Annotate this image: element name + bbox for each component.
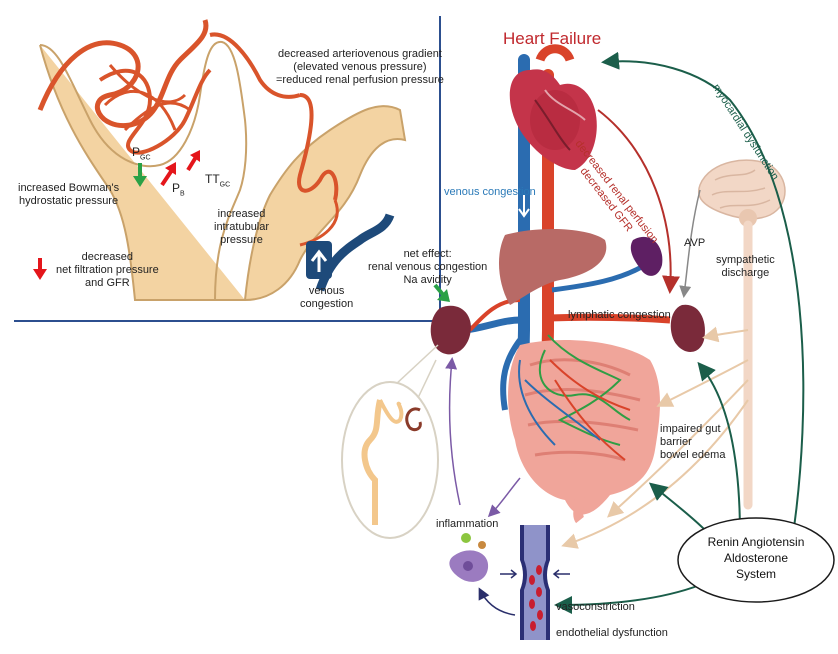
intratubular-label: increased intratubular pressure bbox=[214, 208, 269, 247]
gut-to-inflammation-arrow bbox=[487, 477, 521, 518]
raas-line: Aldosterone bbox=[723, 551, 789, 565]
net-effect-line: renal venous congestion bbox=[368, 261, 488, 273]
pb-subscript: B bbox=[180, 190, 185, 198]
intratubular-line: increased bbox=[217, 208, 266, 220]
raas-ellipse bbox=[677, 517, 835, 603]
net-effect-green-arrow bbox=[433, 283, 450, 302]
gut-line: bowel edema bbox=[660, 449, 726, 461]
myocardial-dysfunction-arrow bbox=[601, 51, 805, 556]
gut-barrier-label: impaired gut barrier bowel edema bbox=[660, 423, 725, 462]
avp-arrow bbox=[679, 189, 701, 298]
av-gradient-line: decreased arteriovenous gradient bbox=[277, 48, 442, 60]
pgc-label: PGC bbox=[132, 146, 151, 164]
pb-red-arrow bbox=[160, 162, 176, 187]
intestines-icon bbox=[508, 334, 660, 524]
vasoconstriction-label: vasoconstriction bbox=[556, 601, 635, 613]
venous-congestion-line: venous bbox=[308, 285, 345, 297]
raas-to-gut-arrow bbox=[648, 482, 706, 531]
heart-icon bbox=[509, 44, 597, 170]
brain-icon bbox=[698, 159, 786, 227]
vessel-to-inflammation-arrow bbox=[478, 587, 516, 616]
net-effect-line: net effect: bbox=[403, 248, 452, 260]
raas-label: Renin Angiotensin Aldosterone System bbox=[690, 534, 822, 582]
spleen-icon bbox=[630, 236, 663, 276]
pb-label: PB bbox=[172, 182, 185, 200]
av-gradient-line: =reduced renal perfusion pressure bbox=[276, 74, 444, 86]
nephron-zoom-icon bbox=[341, 344, 439, 539]
pgc-green-arrow bbox=[133, 163, 147, 187]
raas-line: Renin Angiotensin bbox=[707, 535, 805, 549]
sympathetic-line: discharge bbox=[721, 267, 770, 279]
ttgc-symbol: TT bbox=[205, 172, 220, 186]
net-effect-label: net effect: renal venous congestion Na a… bbox=[368, 248, 487, 287]
intratubular-line: intratubular bbox=[214, 221, 270, 233]
left-kidney-icon bbox=[430, 305, 471, 355]
net-filtration-line: net filtration pressure bbox=[56, 264, 159, 276]
raas-to-vessel-arrow bbox=[554, 584, 701, 614]
glomerulus-illustration bbox=[37, 19, 407, 301]
ttgc-subscript: GC bbox=[219, 181, 231, 189]
sympathetic-discharge-label: sympathetic discharge bbox=[716, 254, 775, 280]
right-kidney-icon bbox=[670, 304, 706, 352]
bowman-line: increased Bowman's bbox=[18, 182, 120, 194]
immune-cell-icon bbox=[449, 533, 489, 582]
ttgc-red-arrow bbox=[186, 150, 200, 172]
gut-line: barrier bbox=[660, 436, 692, 448]
venous-congestion-line: congestion bbox=[300, 298, 354, 310]
net-effect-line: Na avidity bbox=[403, 274, 452, 286]
av-gradient-line: (elevated venous pressure) bbox=[293, 61, 427, 73]
renal-perfusion-arrow bbox=[597, 109, 680, 294]
inflammation-label: inflammation bbox=[436, 518, 499, 530]
venous-congestion-label: venous congestion bbox=[444, 186, 536, 198]
gfr-red-arrow bbox=[33, 258, 47, 280]
pgc-subscript: GC bbox=[140, 154, 151, 162]
blood-vessel-icon bbox=[500, 525, 570, 640]
avp-label: AVP bbox=[684, 237, 706, 249]
sympathetic-line: sympathetic bbox=[716, 254, 775, 266]
raas-to-kidney-arrow bbox=[697, 361, 741, 536]
page-title: Heart Failure bbox=[503, 29, 602, 48]
net-filtration-label: decreased net filtration pressure and GF… bbox=[56, 251, 159, 290]
pgc-symbol: P bbox=[132, 145, 141, 159]
gut-line: impaired gut bbox=[660, 423, 721, 435]
bowman-pressure-label: increased Bowman's hydrostatic pressure bbox=[18, 182, 119, 208]
intratubular-line: pressure bbox=[220, 234, 263, 246]
venous-congestion-small-label: venous congestion bbox=[300, 285, 353, 311]
net-filtration-line: decreased bbox=[81, 251, 134, 263]
av-gradient-label: decreased arteriovenous gradient (elevat… bbox=[276, 48, 444, 87]
raas-line: System bbox=[735, 567, 776, 581]
ttgc-label: TTGC bbox=[205, 173, 230, 191]
endothelial-dysfunction-label: endothelial dysfunction bbox=[556, 627, 668, 639]
net-filtration-line: and GFR bbox=[85, 277, 130, 289]
liver-icon bbox=[498, 228, 607, 305]
lymphatic-congestion-label: lymphatic congestion bbox=[568, 309, 671, 321]
bowman-line: hydrostatic pressure bbox=[19, 195, 119, 207]
inflammation-to-kidney-arrow bbox=[445, 357, 461, 506]
pb-symbol: P bbox=[172, 181, 181, 195]
